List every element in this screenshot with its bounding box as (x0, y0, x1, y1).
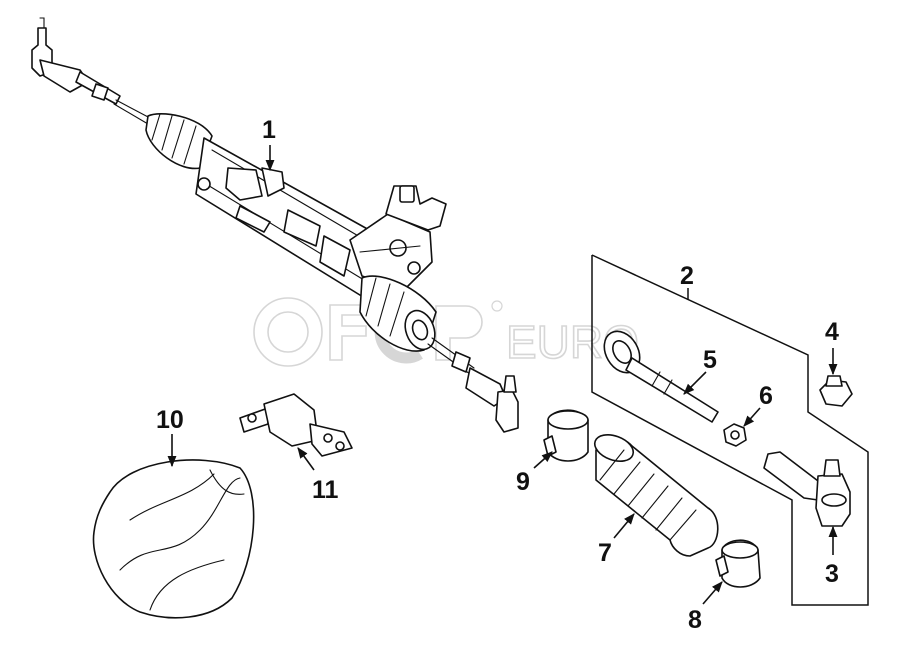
callout-10: 10 (156, 406, 184, 434)
jam-nut (723, 423, 747, 447)
callout-11: 11 (312, 476, 339, 504)
callout-7: 7 (598, 539, 612, 567)
boot-clamp-lower (715, 539, 761, 588)
leader-7 (613, 513, 635, 539)
callout-1: 1 (262, 116, 276, 144)
callout-2: 2 (680, 262, 694, 290)
assembly-group-outline (591, 254, 869, 606)
callout-3: 3 (825, 560, 839, 588)
cover (92, 459, 255, 619)
callout-4: 4 (825, 318, 839, 346)
steering-rack (31, 17, 519, 433)
callout-9: 9 (516, 468, 530, 496)
leader-6 (743, 407, 761, 427)
control-module (239, 393, 353, 457)
leader-9 (533, 451, 553, 469)
steering-boot (593, 434, 719, 557)
leader-8 (702, 581, 723, 605)
leader-11 (297, 447, 315, 471)
nut (819, 375, 853, 407)
leader-5 (683, 371, 707, 395)
boot-clamp-upper (543, 409, 589, 462)
callout-6: 6 (759, 382, 773, 410)
inner-tie-rod (603, 330, 719, 423)
outer-tie-rod-end (763, 451, 851, 527)
callout-5: 5 (703, 346, 717, 374)
callout-8: 8 (688, 606, 702, 634)
